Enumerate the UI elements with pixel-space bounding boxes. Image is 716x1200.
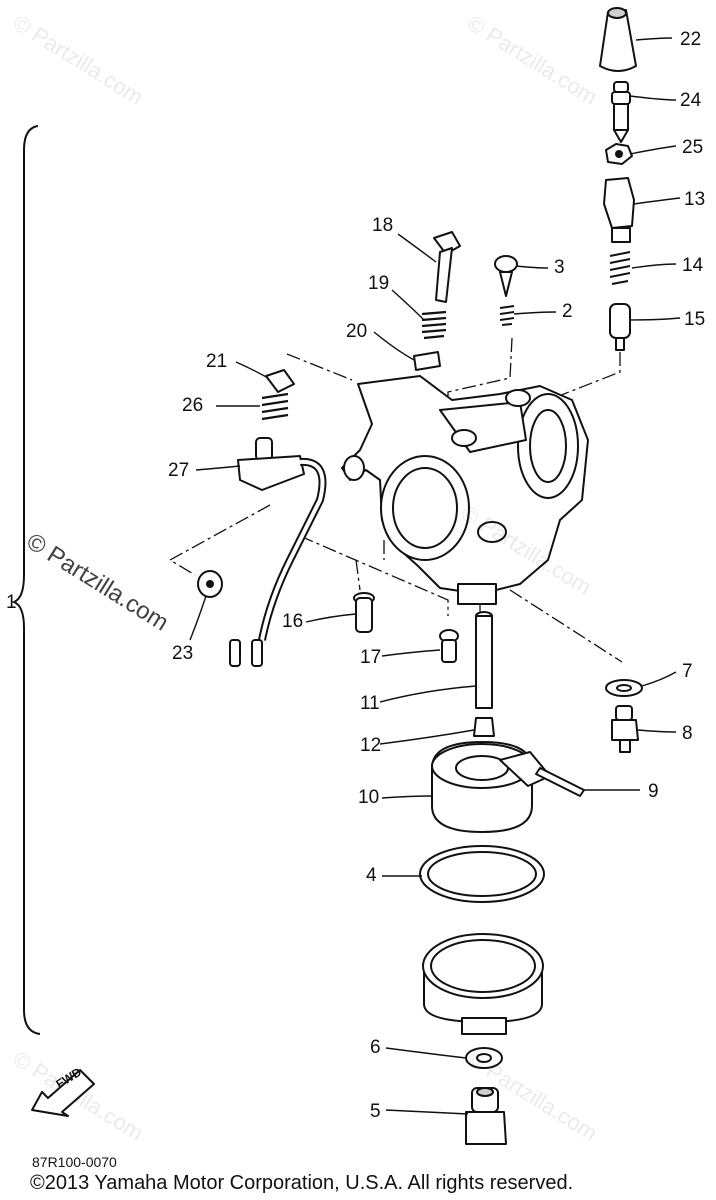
part-3-screw	[494, 255, 518, 297]
part-26-spring	[261, 392, 289, 421]
part-2-spring	[499, 305, 515, 326]
callout-24: 24	[680, 90, 702, 111]
diagram-code: 87R100-0070	[32, 1154, 117, 1170]
part-18-screw	[433, 231, 461, 303]
callout-4: 4	[366, 865, 377, 886]
callout-25: 25	[682, 137, 704, 158]
callout-16: 16	[282, 611, 304, 632]
callout-3: 3	[554, 257, 565, 278]
callout-17: 17	[360, 647, 382, 668]
part-24-screw	[611, 81, 631, 143]
callout-22: 22	[680, 29, 702, 50]
part-6-washer	[465, 1047, 503, 1069]
callout-8: 8	[682, 723, 693, 744]
part-5-drain-plug	[465, 1087, 507, 1145]
assembly-brace	[11, 125, 41, 1035]
callout-18: 18	[372, 215, 394, 236]
callout-20: 20	[346, 321, 368, 342]
part-21-cap	[265, 369, 295, 393]
part-22-cap	[599, 7, 637, 72]
callout-15: 15	[684, 309, 706, 330]
part-15-plunger	[609, 303, 631, 351]
part-7-washer	[605, 679, 643, 697]
callout-19: 19	[368, 273, 390, 294]
part-25-nut	[605, 143, 633, 165]
part-9-pin	[535, 767, 585, 797]
fwd-arrow-icon	[31, 1069, 95, 1117]
callout-13: 13	[684, 189, 706, 210]
part-8-jet	[611, 705, 639, 753]
part-10-float	[431, 741, 551, 833]
part-16-fitting	[353, 592, 375, 633]
callout-6: 6	[370, 1037, 381, 1058]
callout-7: 7	[682, 661, 693, 682]
part-4-gasket	[419, 845, 545, 903]
part-20-washer	[413, 351, 441, 371]
part-17-screw	[439, 629, 459, 663]
callout-11: 11	[360, 693, 380, 714]
part-11-tube	[475, 611, 493, 709]
assembly-label: 1	[6, 592, 17, 613]
part-13-holder	[603, 177, 635, 243]
part-23-washer	[197, 570, 223, 598]
float-bowl	[422, 933, 544, 1035]
copyright-notice: ©2013 Yamaha Motor Corporation, U.S.A. A…	[30, 1172, 574, 1194]
callout-10: 10	[358, 787, 380, 808]
callout-27: 27	[168, 460, 190, 481]
callout-26: 26	[182, 395, 204, 416]
callout-leaders	[189, 37, 681, 1115]
part-12-jet	[473, 717, 495, 737]
callout-9: 9	[648, 781, 659, 802]
callout-23: 23	[172, 643, 194, 664]
callout-21: 21	[206, 351, 228, 372]
part-14-spring	[609, 251, 631, 285]
part-19-spring	[421, 310, 447, 340]
callout-14: 14	[682, 255, 704, 276]
part-1-carburetor-body	[341, 375, 589, 605]
callout-5: 5	[370, 1101, 381, 1122]
part-27-sensor	[229, 437, 327, 667]
callout-12: 12	[360, 735, 382, 756]
assembly-guide-lines	[168, 337, 623, 663]
callout-2: 2	[562, 301, 573, 322]
